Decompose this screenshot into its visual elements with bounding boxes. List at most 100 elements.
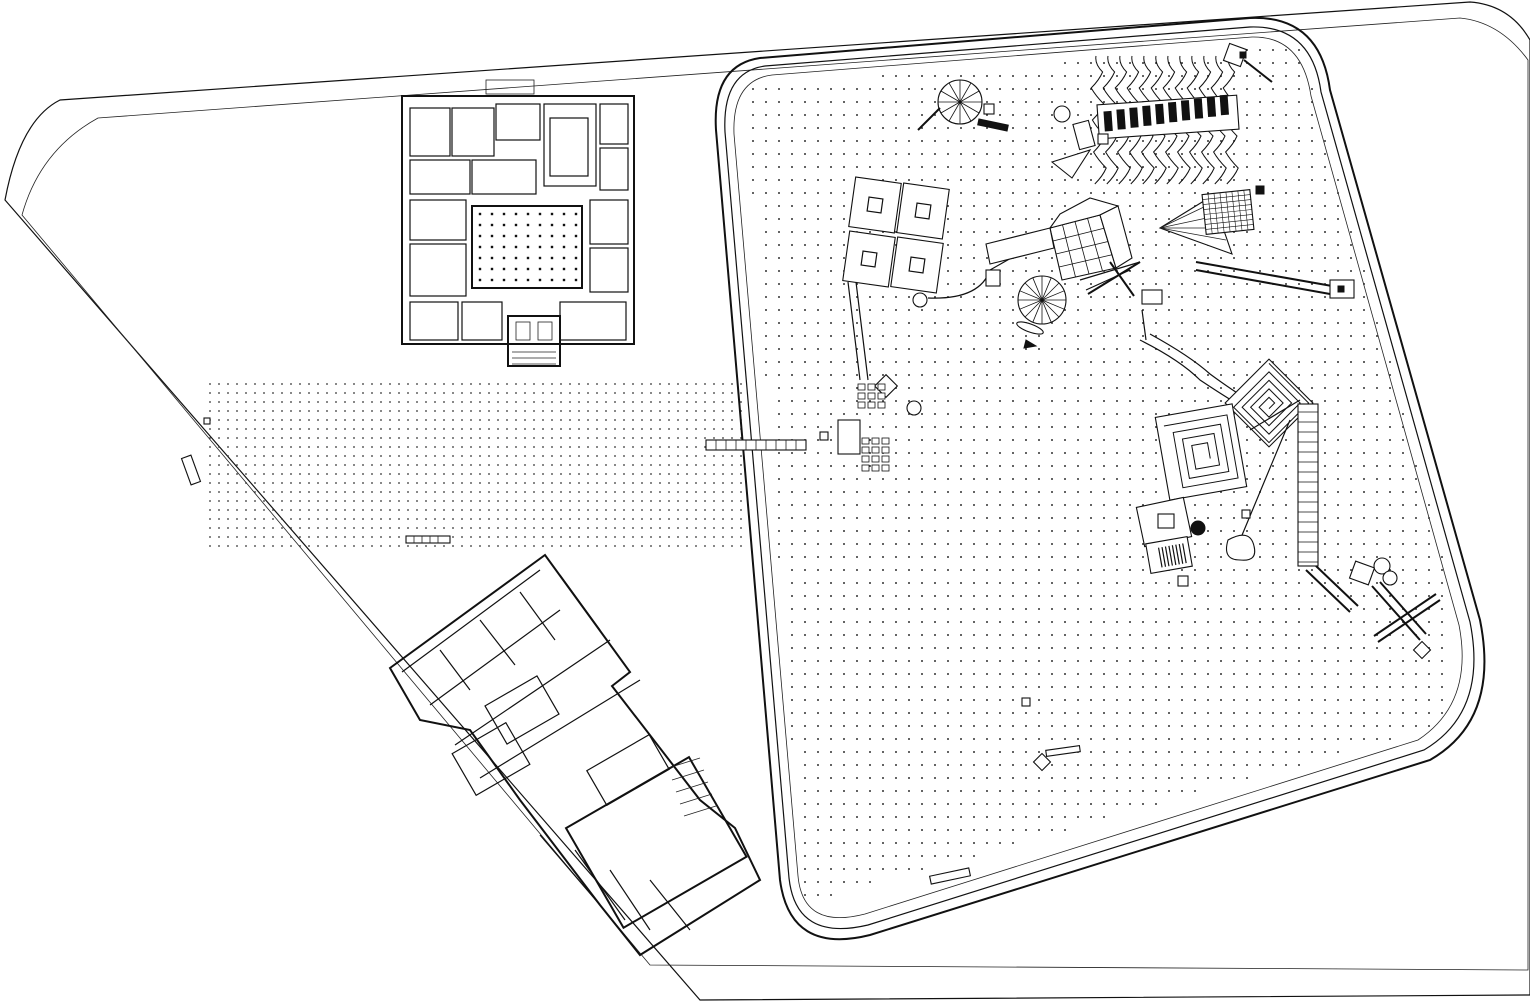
park-dot	[817, 803, 819, 805]
band-cell	[1180, 100, 1191, 121]
column-mark	[538, 223, 542, 227]
park-dot	[1220, 621, 1222, 623]
plaza-dot	[524, 410, 526, 412]
park-dot	[1233, 348, 1235, 350]
park-dot	[882, 478, 884, 480]
plaza-dot	[578, 419, 580, 421]
park-dot	[960, 504, 962, 506]
park-dot	[1181, 75, 1183, 77]
column-mark	[526, 223, 530, 227]
park-dot	[1220, 556, 1222, 558]
park-dot	[869, 231, 871, 233]
park-dot	[1038, 699, 1040, 701]
park-dot	[1350, 426, 1352, 428]
park-dot	[1350, 491, 1352, 493]
park-dot	[1064, 556, 1066, 558]
park-dot	[1389, 361, 1391, 363]
plaza-dot	[344, 401, 346, 403]
park-dot	[869, 413, 871, 415]
plaza-dot	[254, 392, 256, 394]
plaza-dot	[686, 473, 688, 475]
park-dot	[1181, 400, 1183, 402]
park-dot	[830, 114, 832, 116]
park-dot	[1064, 803, 1066, 805]
plaza-dot	[569, 419, 571, 421]
plaza-dot	[632, 536, 634, 538]
plaza-dot	[272, 410, 274, 412]
park-dot	[1298, 88, 1300, 90]
park-dot	[1038, 101, 1040, 103]
park-dot	[1428, 595, 1430, 597]
park-dot	[791, 647, 793, 649]
park-dot	[934, 543, 936, 545]
plaza-dot	[452, 500, 454, 502]
plaza-dot	[605, 455, 607, 457]
park-dot	[999, 608, 1001, 610]
column-mark	[562, 223, 566, 227]
park-dot	[1012, 218, 1014, 220]
park-dot	[973, 569, 975, 571]
park-dot	[960, 543, 962, 545]
plaza-dot	[542, 509, 544, 511]
park-dot	[960, 179, 962, 181]
park-dot	[1142, 556, 1144, 558]
park-dot	[1233, 673, 1235, 675]
park-dot	[1129, 231, 1131, 233]
park-dot	[999, 387, 1001, 389]
park-dot	[1311, 699, 1313, 701]
park-dot	[843, 634, 845, 636]
park-dot	[1194, 387, 1196, 389]
park-dot	[856, 699, 858, 701]
park-dot	[1324, 335, 1326, 337]
plaza-dot	[704, 392, 706, 394]
park-dot	[869, 348, 871, 350]
park-dot	[843, 218, 845, 220]
park-dot	[908, 452, 910, 454]
column-mark	[574, 223, 578, 227]
park-dot	[1090, 426, 1092, 428]
park-dot	[1155, 205, 1157, 207]
park-dot	[1376, 335, 1378, 337]
park-dot	[1012, 829, 1014, 831]
plaza-dot	[551, 464, 553, 466]
park-dot	[1116, 478, 1118, 480]
plaza-dot	[218, 437, 220, 439]
plaza-dot	[704, 446, 706, 448]
park-dot	[908, 725, 910, 727]
plaza-dot	[227, 446, 229, 448]
park-dot	[1324, 686, 1326, 688]
park-dot	[1103, 465, 1105, 467]
park-dot	[869, 504, 871, 506]
park-dot	[856, 647, 858, 649]
plaza-dot	[236, 392, 238, 394]
park-dot	[1207, 166, 1209, 168]
plaza-dot	[470, 482, 472, 484]
park-dot	[1038, 400, 1040, 402]
park-dot	[1285, 205, 1287, 207]
park-dot	[999, 166, 1001, 168]
plaza-dot	[245, 545, 247, 547]
plaza-dot	[713, 428, 715, 430]
park-dot	[895, 478, 897, 480]
park-dot	[947, 764, 949, 766]
grid-cell	[881, 464, 890, 472]
park-dot	[921, 504, 923, 506]
plaza-dot	[470, 446, 472, 448]
plaza-dot	[605, 437, 607, 439]
park-dot	[960, 738, 962, 740]
plaza-dot	[497, 509, 499, 511]
grid-cell	[867, 383, 876, 391]
park-dot	[1350, 374, 1352, 376]
park-dot	[999, 400, 1001, 402]
plaza-dot	[308, 446, 310, 448]
park-dot	[1415, 491, 1417, 493]
plaza-dot	[515, 446, 517, 448]
park-dot	[1116, 712, 1118, 714]
park-dot	[1012, 582, 1014, 584]
park-dot	[1428, 543, 1430, 545]
park-dot	[1142, 595, 1144, 597]
park-dot	[1077, 556, 1079, 558]
plaza-dot	[677, 464, 679, 466]
plaza-dot	[668, 545, 670, 547]
park-dot	[1220, 712, 1222, 714]
